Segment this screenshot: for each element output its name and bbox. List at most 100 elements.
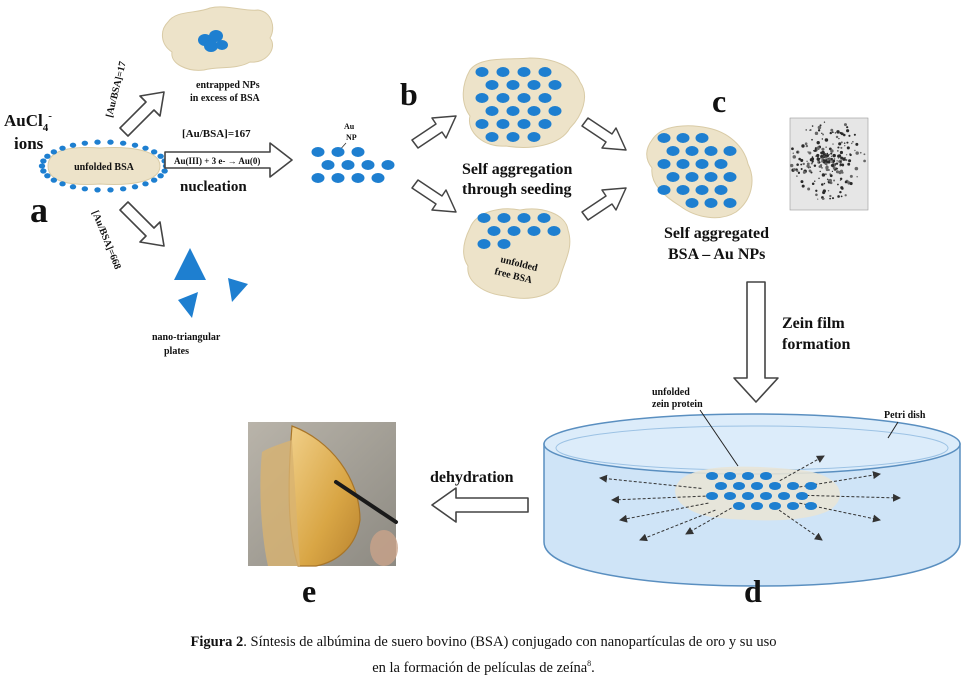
nanoparticle-dot — [760, 492, 772, 500]
tem-speckle — [853, 133, 856, 136]
panel-b-letter: b — [400, 76, 418, 112]
nanoparticle-dot — [805, 482, 817, 490]
panel-a-letter: a — [30, 190, 48, 230]
nanoparticle-dot — [685, 172, 699, 182]
tem-speckle — [840, 169, 844, 173]
ions-label: ions — [14, 134, 44, 153]
tem-speckle — [810, 171, 813, 174]
tem-speckle — [829, 197, 832, 200]
arrow-free-to-c — [581, 187, 627, 221]
tem-speckle — [828, 178, 833, 183]
tem-speckle — [821, 147, 825, 151]
tem-speckle — [837, 146, 840, 149]
diffusion-arrow — [619, 502, 709, 523]
ratio-bottom-label: [Au/BSA]=668 — [89, 209, 123, 271]
nanoparticle-dot — [685, 198, 699, 208]
nanoparticle-dot — [723, 146, 737, 156]
nucleation-label: nucleation — [180, 179, 247, 195]
tem-speckle — [838, 154, 842, 158]
zein-film-photo — [248, 422, 398, 567]
nanoparticle-dot — [107, 187, 114, 193]
unfolded-free-bsa-cloud — [463, 208, 571, 299]
figure-caption: Figura 2. Síntesis de albúmina de suero … — [0, 632, 967, 679]
tem-speckle — [850, 142, 853, 145]
tem-speckle — [791, 147, 794, 151]
nanoparticle-dot — [657, 185, 671, 195]
nanoparticle-dot — [331, 173, 345, 183]
tem-speckle — [829, 131, 832, 135]
tem-speckle — [849, 181, 853, 186]
nanoparticle-dot — [497, 213, 511, 223]
tem-speckle — [816, 153, 820, 158]
self-aggregation-label-line1: Self aggregation — [462, 161, 572, 178]
nano-plates-label-line2: plates — [164, 346, 189, 357]
tem-speckle — [838, 137, 840, 140]
nanoparticle-dot — [351, 147, 365, 157]
caption-text-1: . Síntesis de albúmina de suero bovino (… — [243, 634, 777, 650]
nanoparticle-dot — [733, 482, 745, 490]
nanoparticle-dot — [381, 160, 395, 170]
tem-speckle — [825, 154, 830, 158]
tem-speckle — [844, 180, 848, 184]
tem-speckle — [806, 164, 810, 168]
nanoparticle-dot — [724, 472, 736, 480]
tem-speckle — [816, 157, 820, 161]
nanoparticle-dot — [475, 119, 489, 129]
tem-speckle — [815, 193, 818, 197]
nanoparticle-dot — [50, 177, 58, 183]
nanoparticle-dot — [59, 181, 66, 187]
arrow-to-nano-plates — [119, 201, 165, 247]
nanoparticle-dot — [361, 160, 375, 170]
nanoparticle-dot — [704, 172, 718, 182]
nanoparticle-dot — [657, 133, 671, 143]
diffusion-arrow — [806, 493, 901, 502]
nanoparticle-dot — [676, 159, 690, 169]
nanoparticle-dot — [723, 172, 737, 182]
tem-speckle — [854, 166, 859, 171]
tem-speckle — [840, 141, 843, 144]
nanoparticle-dot — [506, 106, 520, 116]
nanoparticle-dot — [311, 147, 325, 157]
nanoparticle-dot — [50, 149, 58, 155]
tem-speckle — [801, 144, 805, 148]
tem-speckle — [814, 131, 819, 136]
tem-speckle — [830, 157, 833, 161]
nanoparticle-dot — [371, 173, 385, 183]
nanoparticle-dot — [714, 159, 728, 169]
nanoparticle-dot — [742, 492, 754, 500]
tem-speckle — [849, 153, 852, 157]
tem-speckle — [839, 179, 842, 181]
nanoparticle-dot — [507, 226, 521, 236]
tem-speckle — [830, 128, 834, 132]
tem-speckle — [859, 151, 862, 154]
tem-speckle — [816, 149, 818, 151]
tem-speckle — [846, 126, 849, 129]
tem-speckle — [808, 167, 810, 169]
tem-speckle — [830, 161, 833, 163]
dehydration-arrow — [431, 487, 529, 523]
tem-speckle — [793, 168, 796, 171]
tem-speckle — [836, 160, 838, 162]
au-label: Au — [344, 122, 355, 131]
tem-speckle — [811, 157, 815, 161]
nanoparticle-dot — [497, 239, 511, 249]
nanoparticle-dot — [724, 492, 736, 500]
nanoparticle-dot — [59, 145, 66, 151]
dehydration-label: dehydration — [430, 469, 514, 486]
unfolded-zein-label-line2: zein protein — [652, 399, 703, 410]
tem-speckle — [829, 194, 832, 198]
nanoparticle-dot — [796, 492, 808, 500]
tem-speckle — [792, 155, 797, 159]
nanoparticle-dot — [477, 213, 491, 223]
nanoparticle-dot — [714, 185, 728, 195]
tem-speckle — [800, 168, 803, 171]
nanoparticle-dot — [40, 168, 47, 174]
nanoparticle-dot — [548, 106, 562, 116]
tem-speckle — [821, 150, 825, 155]
self-aggregation-np-dots — [475, 67, 562, 142]
tem-speckle — [848, 159, 852, 163]
tem-speckle — [800, 163, 803, 166]
nanoparticle-dot — [787, 502, 799, 510]
nanoparticle-dot — [475, 93, 489, 103]
caption-line-2: en la formación de películas de zeína8. — [372, 659, 595, 676]
